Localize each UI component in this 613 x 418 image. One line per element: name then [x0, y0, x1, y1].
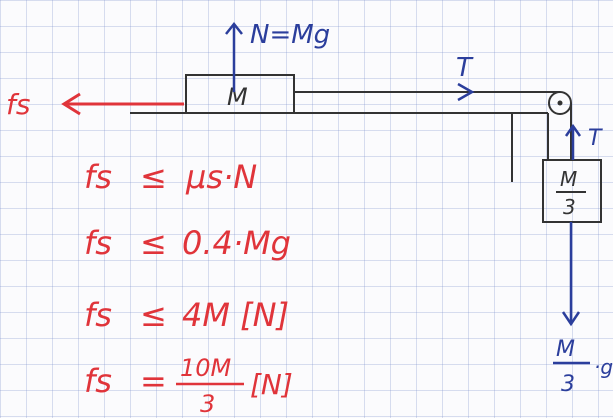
weight-label-trailing: ·g: [594, 355, 613, 379]
tension-vertical-label: T: [588, 126, 603, 151]
friction-label: fs: [6, 88, 30, 121]
rope: [294, 91, 572, 160]
equation-2-rhs: 0.4·Mg: [182, 224, 291, 262]
friction-arrow: [61, 92, 184, 116]
pulley: [548, 91, 572, 115]
equation-3-lhs: fs: [84, 296, 112, 334]
equation-1-lhs: fs: [84, 158, 112, 196]
equation-4-rhs-den: 3: [200, 390, 215, 418]
pulley-axle: [557, 100, 563, 106]
equation-3-rhs: 4M [N]: [182, 296, 289, 334]
equation-2-rel: ≤: [140, 224, 167, 262]
equation-3-rel: ≤: [140, 296, 167, 334]
normal-force-arrow: [225, 21, 243, 92]
weight-arrow: [561, 222, 581, 327]
equation-1-rel: ≤: [140, 158, 167, 196]
hanging-block-mass-den: 3: [563, 195, 576, 219]
table-block: [185, 74, 295, 114]
table-block-label: M: [227, 83, 248, 111]
tension-vertical-arrow: [564, 123, 582, 160]
normal-force-label: N=Mg: [250, 20, 330, 50]
equation-4-rhs-num: 10M: [180, 354, 232, 382]
hanging-block-mass-num: M: [560, 167, 577, 191]
weight-label-num: M: [556, 337, 575, 362]
weight-label-den: 3: [561, 372, 575, 397]
equation-4-rhs-unit: [N]: [250, 368, 293, 401]
equation-4-lhs: fs: [84, 362, 112, 400]
equation-1-rhs: μs·N: [185, 158, 257, 196]
equation-4-rel: =: [140, 362, 167, 400]
tension-horizontal-label: T: [456, 53, 474, 83]
tension-horizontal-arrow: [457, 82, 475, 102]
friction-equations: fs ≤ μs·N fs ≤ 0.4·Mg fs ≤ 4M [N] fs = 1…: [84, 158, 293, 418]
equation-2-lhs: fs: [84, 224, 112, 262]
